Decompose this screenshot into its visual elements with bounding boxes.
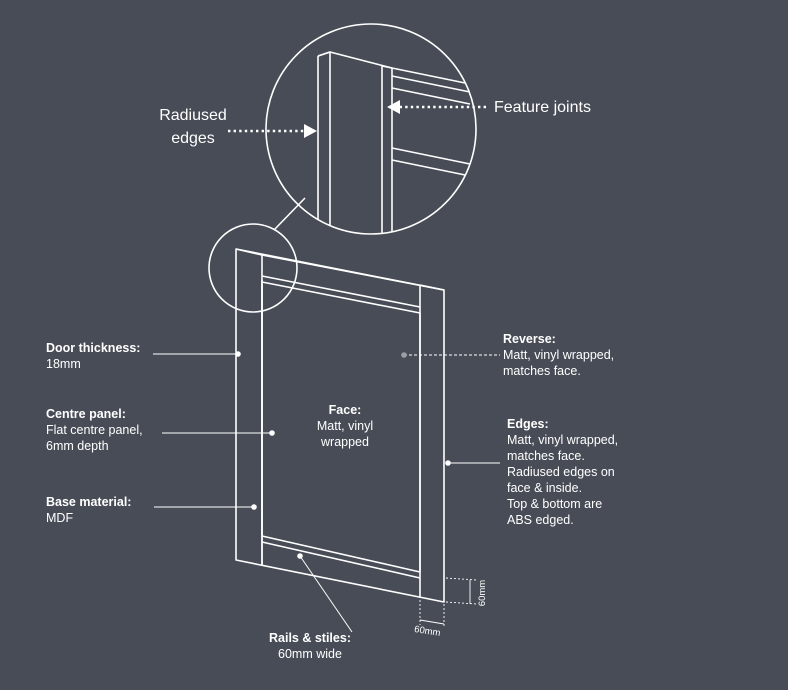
edges-label: Edges: Matt, vinyl wrapped, matches face… (507, 417, 619, 527)
feature-joints-arrowhead (387, 100, 400, 114)
feature-joints-label: Feature joints (494, 99, 591, 116)
rails-stiles-label: Rails & stiles: 60mm wide (269, 631, 351, 661)
detail-circle-large (265, 23, 477, 235)
zoom-connector (273, 197, 306, 231)
rails-stiles-leader (299, 555, 353, 633)
face-label: Face: Matt, vinyl wrapped (316, 403, 374, 449)
door-thickness-label: Door thickness: 18mm (46, 341, 141, 371)
radiused-edges-arrowhead (304, 124, 317, 138)
dim-width-line (419, 619, 445, 625)
radiused-edges-label: Radiused edges (159, 107, 227, 147)
reverse-label: Reverse: Matt, vinyl wrapped, matches fa… (503, 332, 615, 378)
dim-height-label: 60mm (477, 580, 488, 606)
detail-circle-small (208, 223, 298, 313)
centre-panel-label: Centre panel: Flat centre panel, 6mm dep… (46, 407, 143, 453)
base-material-label: Base material: MDF (46, 495, 132, 525)
centre-panel (261, 281, 421, 573)
